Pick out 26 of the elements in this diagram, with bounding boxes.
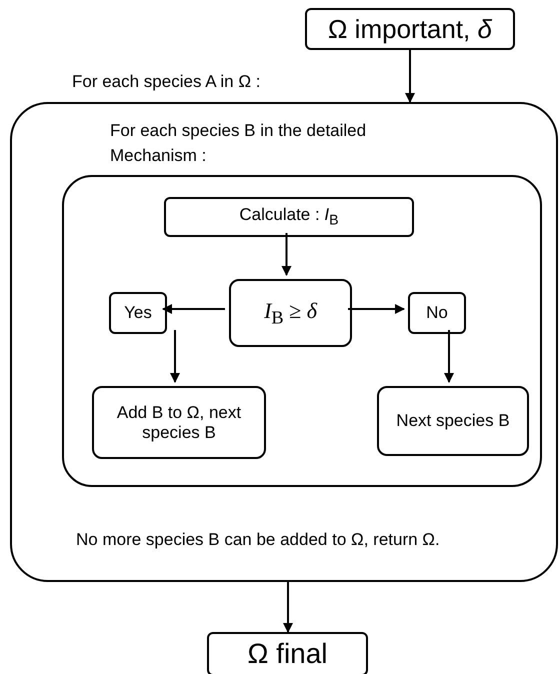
arrow [282, 233, 292, 276]
arrow [348, 304, 405, 314]
process-box [229, 279, 352, 347]
box-text: Calculate : I$_{B}$ [239, 205, 339, 229]
arrow [170, 330, 180, 383]
process-box [207, 632, 368, 674]
process-box [92, 386, 266, 459]
process-box [305, 8, 515, 50]
loop-text: For each species B in the detailed Mechanism : [110, 120, 368, 167]
process-box [408, 292, 466, 334]
loop-text: For each species A in Ω : [72, 72, 260, 92]
box-text: Ω final [247, 638, 328, 670]
box-text: I$_{B}$ ≥ δ [264, 298, 317, 328]
box-text: No [426, 303, 448, 323]
arrow [283, 582, 293, 633]
arrow [162, 304, 225, 314]
box-text: Ω important, δ [328, 14, 492, 44]
loop-text: No more species B can be added to Ω, return Ω. [76, 529, 441, 551]
process-box [164, 197, 414, 237]
box-text: Add B to Ω, next species B [116, 402, 242, 442]
box-text: Next species B [396, 411, 510, 431]
box-text: Yes [124, 303, 152, 323]
process-box [377, 386, 529, 456]
process-box [109, 292, 167, 334]
arrow [444, 330, 454, 383]
arrow [405, 50, 415, 103]
